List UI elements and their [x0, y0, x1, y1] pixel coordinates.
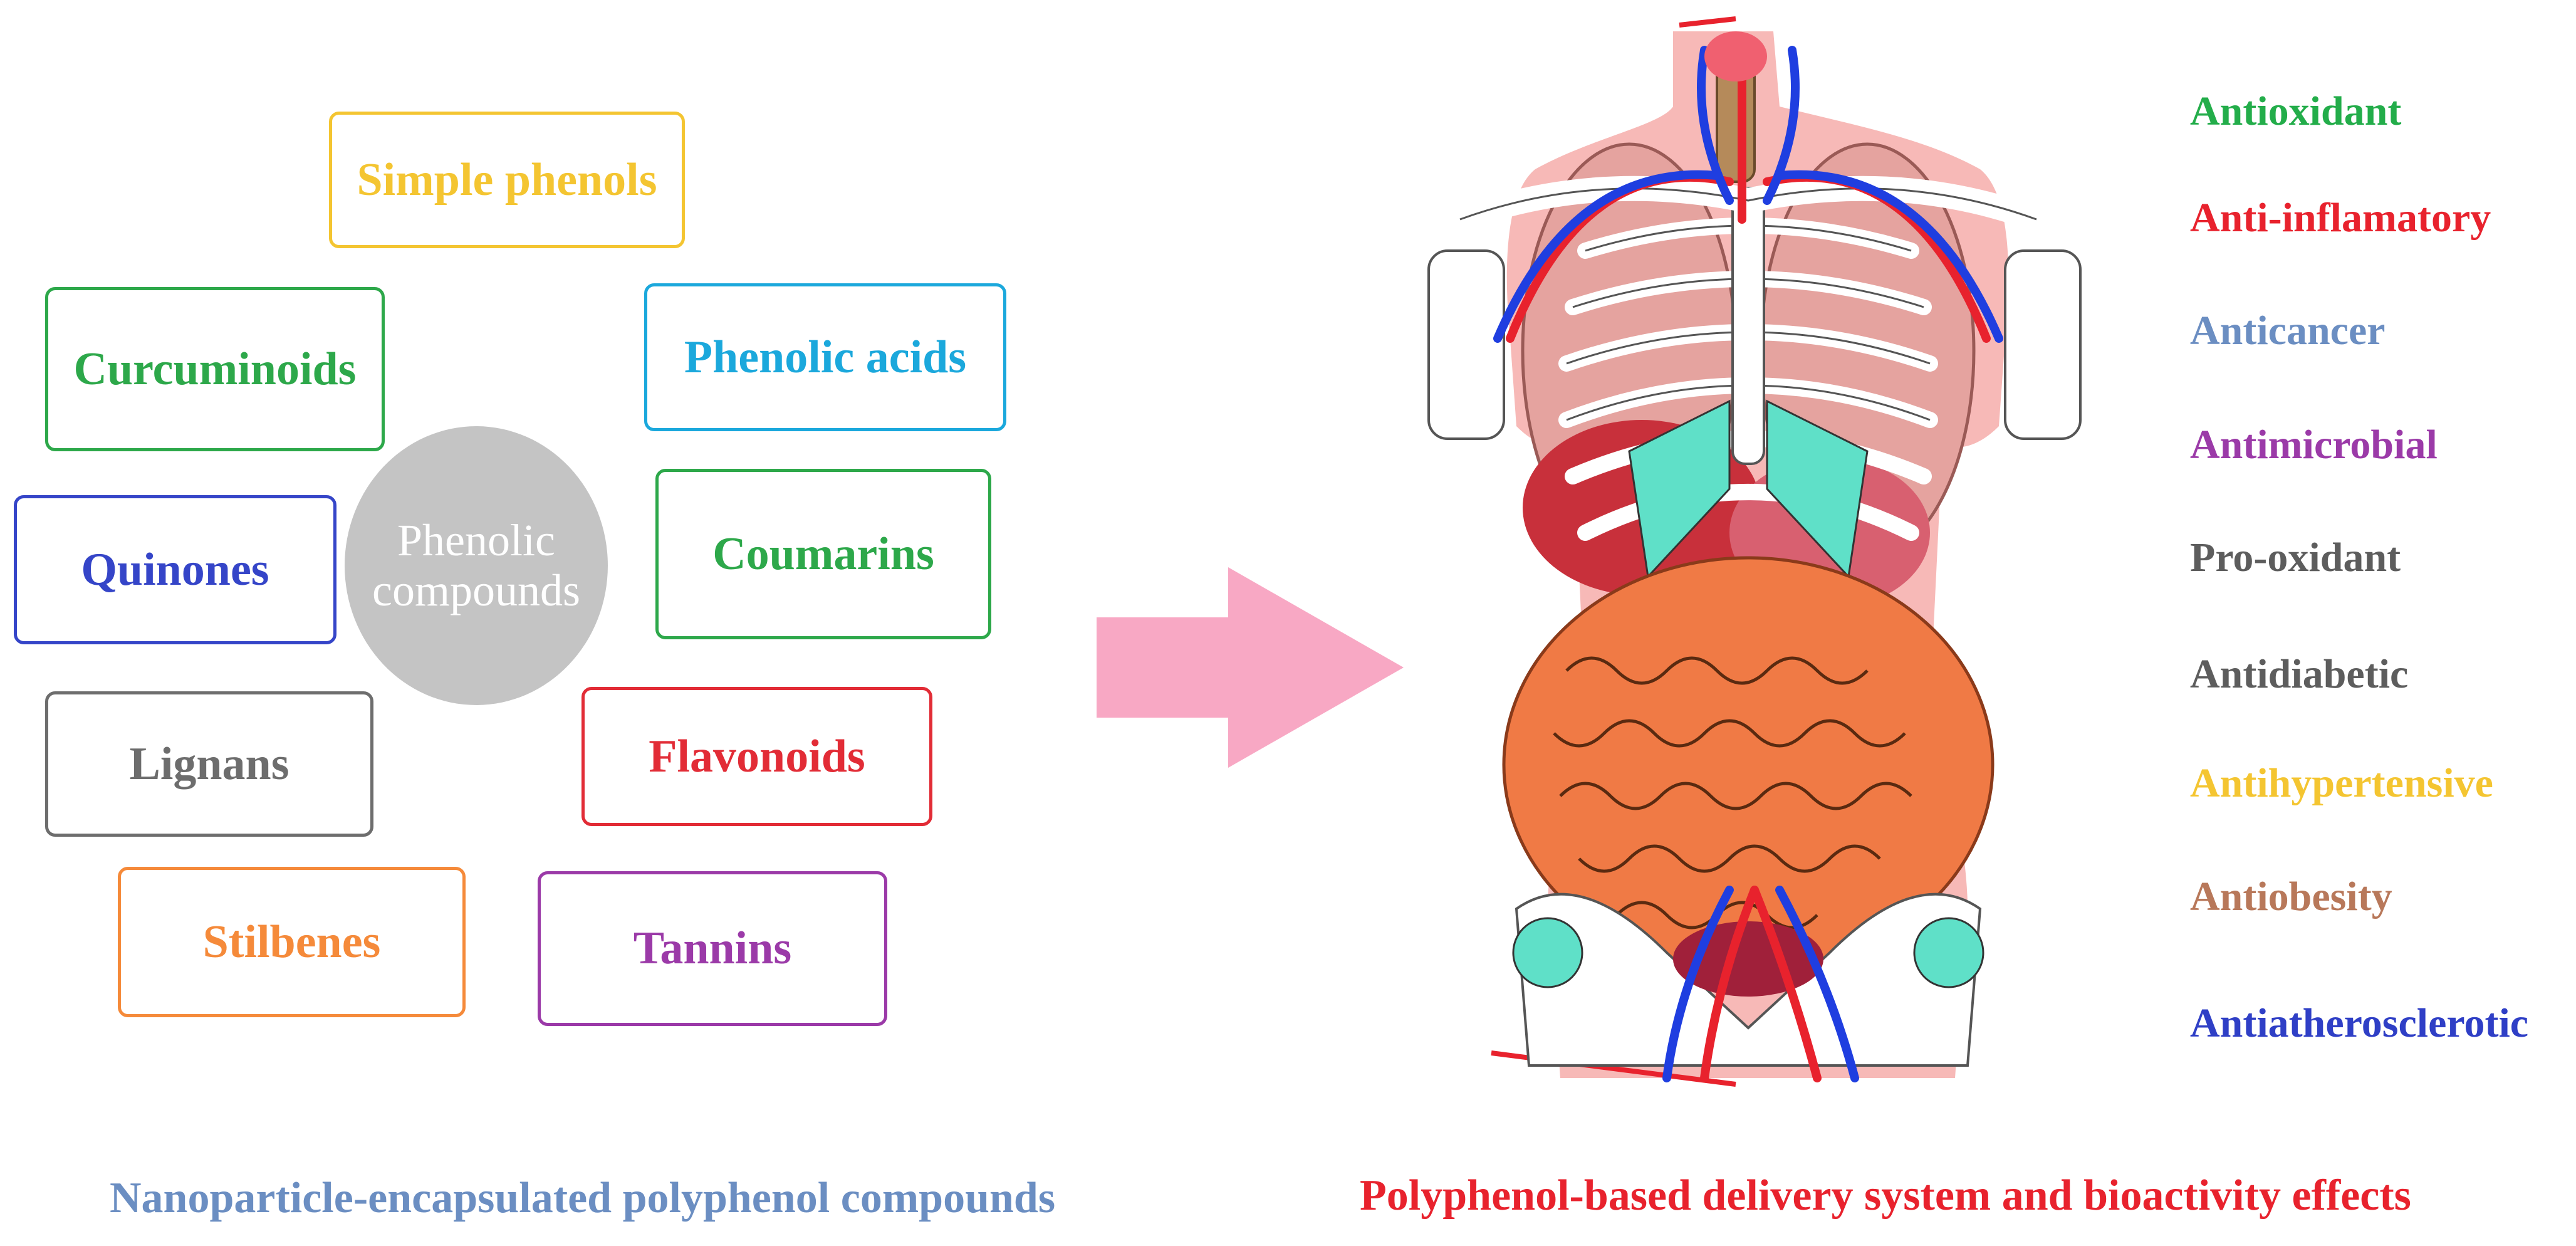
class-box-lignans: Lignans — [45, 691, 373, 837]
costal-cartilage-left — [1628, 399, 1731, 579]
class-label: Tannins — [633, 923, 792, 974]
effect-pro-oxidant: Pro-oxidant — [2190, 535, 2401, 580]
effect-antiatherosclerotic: Antiatherosclerotic — [2190, 1000, 2529, 1046]
effect-antimicrobial: Antimicrobial — [2190, 422, 2438, 468]
pink-arrow-icon — [1097, 567, 1404, 768]
center-label-line2: compounds — [372, 565, 580, 615]
class-label: Simple phenols — [357, 154, 657, 206]
human-torso-illustration — [1427, 16, 2082, 1087]
class-label: Lignans — [129, 738, 289, 790]
thyroid — [1704, 31, 1767, 81]
caption-left: Nanoparticle-encapsulated polyphenol com… — [110, 1174, 1056, 1222]
effect-antihypertensive: Antihypertensive — [2190, 760, 2493, 806]
sternum — [1731, 187, 1765, 465]
effect-antiobesity: Antiobesity — [2190, 874, 2392, 919]
left-shoulder — [1427, 249, 1505, 440]
class-box-stilbenes: Stilbenes — [118, 867, 466, 1017]
class-box-curcuminoids: Curcuminoids — [45, 287, 385, 451]
effect-anticancer: Anticancer — [2190, 308, 2386, 353]
class-box-tannins: Tannins — [538, 871, 887, 1026]
right-shoulder — [2004, 249, 2082, 440]
class-box-flavonoids: Flavonoids — [581, 687, 932, 826]
veins — [1493, 46, 2003, 1082]
class-label: Curcuminoids — [73, 343, 357, 395]
class-label: Coumarins — [712, 528, 934, 580]
effect-antioxidant: Antioxidant — [2190, 88, 2402, 134]
top-level-line — [1679, 16, 1736, 28]
class-box-phenolic-acids: Phenolic acids — [644, 283, 1006, 431]
pelvis — [1515, 893, 1982, 1067]
costal-cartilage-right — [1766, 399, 1869, 579]
effect-anti-inflammatory: Anti-inflamatory — [2190, 195, 2491, 241]
right-hip-joint — [1913, 917, 1984, 988]
phenolic-compounds-circle: Phenolic compounds — [345, 426, 608, 705]
left-hip-joint — [1512, 917, 1583, 988]
class-label: Phenolic acids — [684, 331, 967, 383]
effect-antidiabetic: Antidiabetic — [2190, 651, 2409, 697]
class-box-quinones: Quinones — [14, 495, 336, 644]
class-box-coumarins: Coumarins — [655, 469, 991, 639]
class-box-simple-phenols: Simple phenols — [329, 112, 685, 248]
class-label: Stilbenes — [202, 916, 381, 968]
arrow-shape — [1097, 567, 1404, 768]
caption-right: Polyphenol-based delivery system and bio… — [1360, 1171, 2411, 1220]
center-label-line1: Phenolic — [397, 515, 555, 566]
class-label: Flavonoids — [649, 730, 865, 782]
class-label: Quinones — [81, 543, 269, 595]
